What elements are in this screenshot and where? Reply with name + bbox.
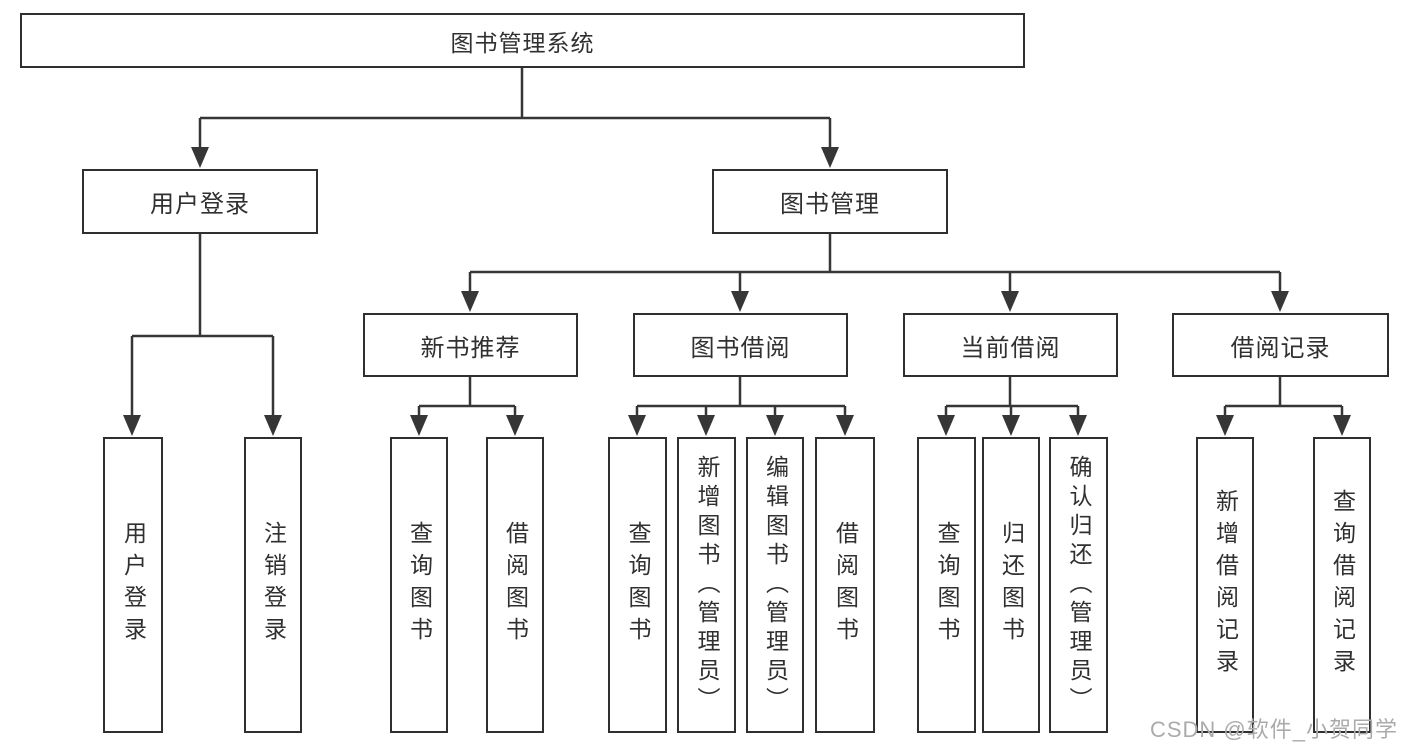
node-user-login: 用户登录 xyxy=(82,169,318,234)
node-label: 用户登录 xyxy=(150,191,250,218)
leaf-logout: 注销登录 xyxy=(244,437,302,733)
node-label: 借阅图书 xyxy=(502,521,529,649)
leaf-borrow-books-2: 借阅图书 xyxy=(815,437,875,733)
node-label: 确认归还（管理员） xyxy=(1066,454,1092,716)
node-current-borrow: 当前借阅 xyxy=(903,313,1118,377)
node-label: 新书推荐 xyxy=(420,334,521,362)
node-library-management-system: 图书管理系统 xyxy=(20,13,1025,68)
csdn-watermark: CSDN @软件_小贺同学 xyxy=(1149,717,1398,742)
node-label: 图书借阅 xyxy=(690,334,791,362)
node-label: 借阅图书 xyxy=(832,521,859,649)
node-label: 编辑图书（管理员） xyxy=(762,454,789,716)
leaf-query-books-2: 查询图书 xyxy=(608,437,667,733)
node-label: 查询图书 xyxy=(406,521,433,649)
leaf-edit-books-admin: 编辑图书（管理员） xyxy=(746,437,804,733)
leaf-add-borrow-record: 新增借阅记录 xyxy=(1196,437,1254,733)
node-label: 图书管理 xyxy=(780,191,880,218)
node-label: 借阅记录 xyxy=(1230,334,1331,362)
node-book-management: 图书管理 xyxy=(712,169,948,234)
node-label: 查询借阅记录 xyxy=(1329,489,1356,681)
leaf-query-books-3: 查询图书 xyxy=(917,437,976,733)
leaf-query-books-1: 查询图书 xyxy=(390,437,448,733)
node-new-book-recommend: 新书推荐 xyxy=(363,313,578,377)
leaf-add-books-admin: 新增图书（管理员） xyxy=(677,437,736,733)
leaf-return-books: 归还图书 xyxy=(982,437,1040,733)
node-borrow-records: 借阅记录 xyxy=(1172,313,1389,377)
node-label: 查询图书 xyxy=(625,521,651,649)
node-label: 归还图书 xyxy=(998,521,1025,649)
node-label: 查询图书 xyxy=(934,521,960,649)
node-book-borrow: 图书借阅 xyxy=(633,313,848,377)
leaf-user-login: 用户登录 xyxy=(103,437,163,733)
node-label: 用户登录 xyxy=(120,521,147,649)
node-label: 图书管理系统 xyxy=(450,29,595,56)
node-label: 新增图书（管理员） xyxy=(694,454,720,716)
node-label: 当前借阅 xyxy=(960,334,1061,362)
leaf-confirm-return-admin: 确认归还（管理员） xyxy=(1049,437,1108,733)
leaf-query-borrow-record: 查询借阅记录 xyxy=(1313,437,1371,733)
node-label: 注销登录 xyxy=(260,521,287,649)
leaf-borrow-books-1: 借阅图书 xyxy=(486,437,544,733)
node-label: 新增借阅记录 xyxy=(1212,489,1239,681)
